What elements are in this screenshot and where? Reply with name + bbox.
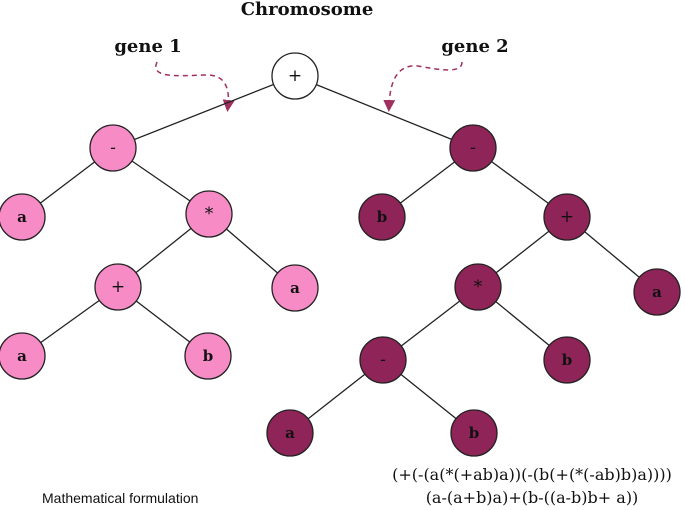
gene-2-arrow — [383, 61, 463, 112]
gene2-node-circle — [543, 336, 591, 384]
gene2-edge — [294, 75, 474, 149]
gene2-node-label: * — [474, 277, 483, 297]
gene2-node-label: - — [380, 350, 386, 370]
gene2-node: a — [266, 409, 314, 457]
gene1-node-label: b — [203, 347, 214, 365]
gene1-node-circle — [271, 264, 319, 312]
gene2-node-label: + — [560, 207, 574, 227]
gene2-node-circle — [454, 263, 502, 311]
gene1-node: + — [94, 263, 142, 311]
gene2-node-label: b — [377, 208, 388, 226]
formula-infix: (a-(a+b)a)+(b-((a-b)b+ a)) — [426, 488, 639, 507]
gene2-node-label: b — [469, 424, 480, 442]
gene-1-label: gene 1 — [114, 36, 181, 57]
gene1-node: - — [89, 124, 137, 172]
gene2-node-label: - — [470, 138, 476, 158]
gene1-node-circle — [184, 332, 232, 380]
gene2-node: b — [543, 336, 591, 384]
gene1-node-circle — [185, 190, 233, 238]
gene1-edge — [112, 75, 296, 149]
gene2-node-circle — [633, 268, 681, 316]
gene2-node: + — [543, 193, 591, 241]
gene1-node-label: * — [205, 204, 214, 224]
gene2-node-label: b — [562, 351, 573, 369]
gene2-node-circle — [450, 409, 498, 457]
root-node: + — [271, 52, 319, 100]
gene2-node: - — [359, 336, 407, 384]
gene2-node-circle — [359, 336, 407, 384]
gene1-node-label: a — [17, 208, 27, 226]
gene1-node-circle — [94, 263, 142, 311]
gene1-node-circle — [89, 124, 137, 172]
formulation-label: Mathematical formulation — [42, 490, 198, 506]
gene-1-arrow — [155, 61, 235, 112]
gene2-node: b — [450, 409, 498, 457]
gene1-node-circle — [0, 193, 46, 241]
gene2-node-circle — [266, 409, 314, 457]
gene2-node: * — [454, 263, 502, 311]
gene1-node-label: a — [17, 347, 27, 365]
gene1-node: a — [271, 264, 319, 312]
gene2-node: a — [633, 268, 681, 316]
gene1-node: a — [0, 193, 46, 241]
chromosome-title: Chromosome — [241, 0, 374, 20]
gene2-node-label: a — [652, 283, 662, 301]
gene2-node-circle — [543, 193, 591, 241]
gene1-node: a — [0, 332, 46, 380]
gene1-node: b — [184, 332, 232, 380]
gene2-node: b — [358, 193, 406, 241]
root-node-label: + — [288, 66, 302, 86]
gene2-node-label: a — [285, 424, 295, 442]
gene-2-label: gene 2 — [441, 36, 508, 57]
root-node-circle — [271, 52, 319, 100]
gene1-node-label: - — [110, 138, 116, 158]
gene2-node-circle — [358, 193, 406, 241]
gene1-node-circle — [0, 332, 46, 380]
tree-nodes: + - a * + a a b - b + * a - b a b — [0, 52, 681, 457]
gene1-node-label: + — [111, 277, 125, 297]
gene2-node: - — [449, 124, 497, 172]
gene1-node: * — [185, 190, 233, 238]
formula-prefix: (+(-(a(*(+ab)a))(-(b(+(*(-ab)b)a)))) — [392, 465, 672, 484]
gene1-node-label: a — [290, 279, 300, 297]
gene2-node-circle — [449, 124, 497, 172]
